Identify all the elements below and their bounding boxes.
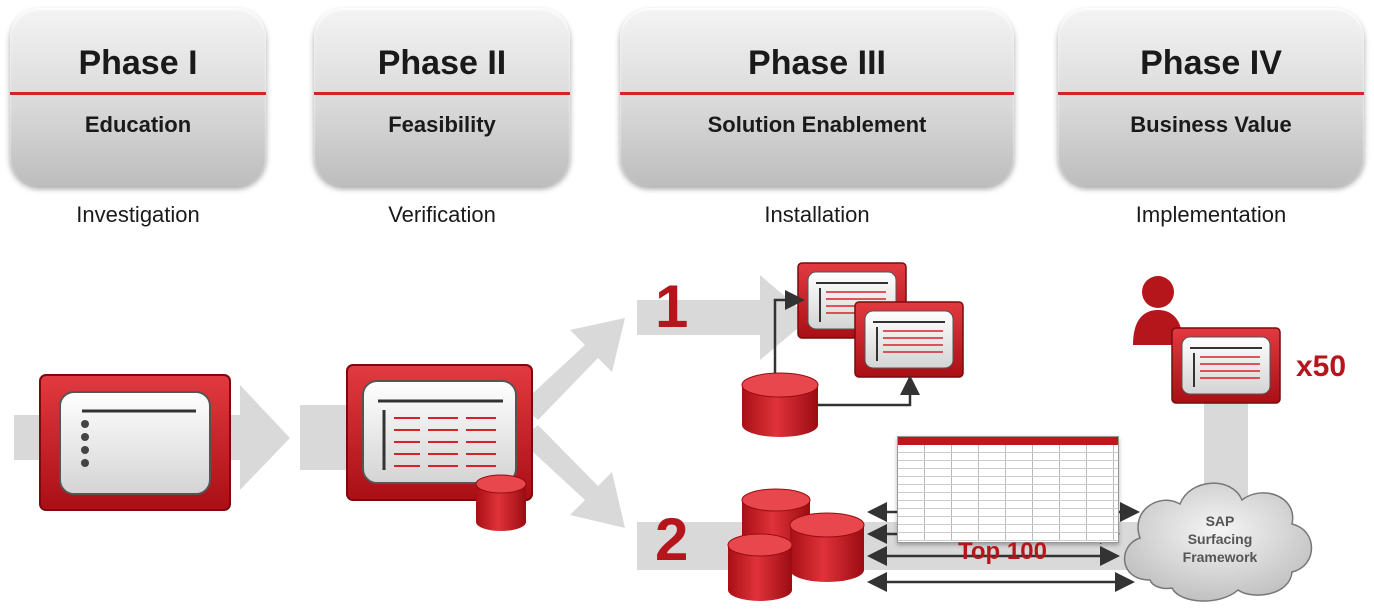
multiplier-label: x50 xyxy=(1296,350,1347,383)
top-reports-label: Top 100 xyxy=(958,538,1047,565)
phase-2-title: Phase II xyxy=(377,44,507,82)
arrow-icon xyxy=(520,318,625,420)
user-icon xyxy=(1133,276,1183,345)
path-two-number: 2 xyxy=(655,506,689,573)
database-icon xyxy=(475,474,527,531)
cloud-label-line3: Framework xyxy=(1182,549,1258,565)
phase-1-subtitle: Education xyxy=(84,112,192,137)
connector-line xyxy=(773,290,805,380)
phase-4-title: Phase IV xyxy=(1140,44,1282,82)
cloud-label-line2: Surfacing xyxy=(1187,531,1253,547)
report-icon xyxy=(854,301,964,378)
report-icon xyxy=(346,364,533,501)
phase-3-subtitle: Solution Enablement xyxy=(707,112,927,137)
arrow-icon xyxy=(520,425,625,528)
phase-4-divider xyxy=(1058,92,1364,95)
spreadsheet-thumbnail xyxy=(897,436,1119,543)
phase-2-subtitle: Feasibility xyxy=(388,112,496,137)
arrow-icon xyxy=(637,275,810,360)
step-verification: Verification xyxy=(388,202,496,227)
phase-4-subtitle: Business Value xyxy=(1130,112,1292,137)
database-icon xyxy=(789,512,865,582)
cloud-icon xyxy=(1124,482,1313,602)
connector-line xyxy=(810,375,920,407)
report-icon xyxy=(39,374,231,511)
cloud-label-line1: SAP xyxy=(1205,513,1235,529)
path-one-number: 1 xyxy=(655,273,689,340)
step-investigation: Investigation xyxy=(76,202,200,227)
phase-1-divider xyxy=(10,92,266,95)
step-installation: Installation xyxy=(764,202,870,227)
phase-4-box: Phase IV Business Value xyxy=(1058,8,1364,186)
phase-2-box: Phase II Feasibility xyxy=(314,8,570,186)
phase-2-divider xyxy=(314,92,570,95)
step-implementation: Implementation xyxy=(1135,202,1287,227)
report-icon xyxy=(1171,327,1281,404)
phase-3-title: Phase III xyxy=(748,44,886,82)
database-icon xyxy=(727,533,793,601)
phase-1-box: Phase I Education xyxy=(10,8,266,186)
database-icon xyxy=(741,372,819,437)
cloud-label: SAP Surfacing Framework xyxy=(1145,512,1295,566)
phase-1-title: Phase I xyxy=(78,44,198,82)
phase-3-divider xyxy=(620,92,1014,95)
arrow-icon xyxy=(300,405,350,470)
phase-3-box: Phase III Solution Enablement xyxy=(620,8,1014,186)
